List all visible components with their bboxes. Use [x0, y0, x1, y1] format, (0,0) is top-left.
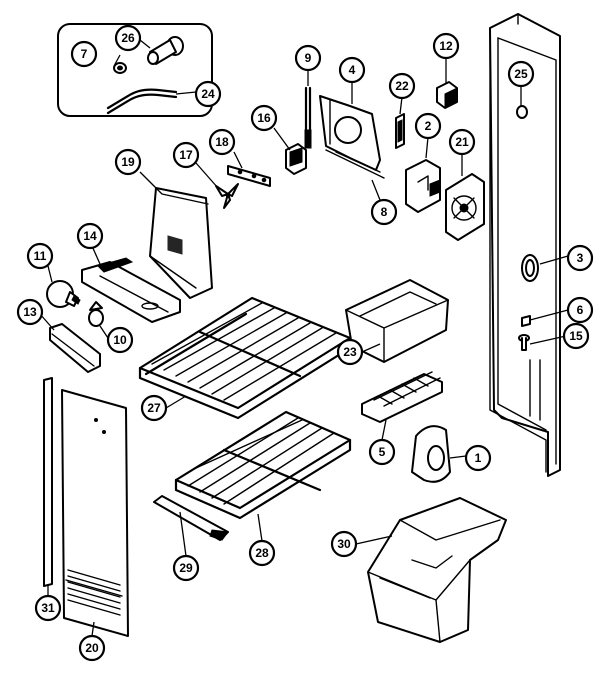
part-24-tube — [106, 88, 178, 115]
part-20-panel — [61, 389, 129, 637]
svg-text:20: 20 — [85, 641, 99, 655]
callout-11: 11 — [26, 242, 54, 270]
callout-7: 7 — [70, 40, 98, 68]
callout-24: 24 — [194, 80, 222, 108]
callout-22: 22 — [388, 72, 416, 100]
callout-20: 20 — [78, 634, 106, 662]
callout-29: 29 — [172, 554, 200, 582]
cabinet-liner — [489, 13, 561, 477]
callout-15: 15 — [562, 322, 590, 350]
svg-text:27: 27 — [147, 401, 161, 415]
part-14-light-housing — [81, 257, 181, 323]
part-23-drawer — [345, 279, 449, 363]
part-5-ice-tray — [361, 371, 443, 423]
callout-10: 10 — [106, 326, 134, 354]
svg-text:25: 25 — [514, 67, 528, 81]
svg-text:11: 11 — [34, 249, 47, 263]
svg-text:9: 9 — [305, 51, 312, 65]
svg-text:22: 22 — [395, 79, 409, 93]
callout-1: 1 — [464, 444, 492, 472]
svg-text:2: 2 — [425, 119, 432, 133]
svg-text:6: 6 — [577, 303, 584, 317]
svg-text:8: 8 — [381, 205, 388, 219]
svg-text:24: 24 — [201, 87, 215, 101]
part-9-rod — [304, 86, 312, 149]
part-7-clip — [113, 62, 127, 74]
part-17-blade — [215, 183, 239, 209]
svg-text:14: 14 — [83, 229, 97, 243]
callout-19: 19 — [114, 148, 142, 176]
callout-23: 23 — [336, 338, 364, 366]
part-12-switch — [436, 81, 458, 109]
part-28-wire-shelf — [174, 410, 352, 520]
part-11-bulb — [46, 280, 81, 308]
callout-14: 14 — [76, 222, 104, 250]
part-4-bracket — [319, 95, 385, 179]
callout-4: 4 — [338, 56, 366, 84]
part-31-strip — [43, 377, 53, 587]
leader-lines — [39, 39, 569, 637]
part-22-component — [395, 113, 405, 149]
svg-text:17: 17 — [179, 148, 193, 162]
callout-27: 27 — [140, 394, 168, 422]
part-25-plug — [516, 105, 528, 119]
callout-9: 9 — [294, 44, 322, 72]
svg-text:5: 5 — [379, 445, 386, 459]
svg-text:29: 29 — [179, 561, 193, 575]
svg-text:30: 30 — [337, 537, 351, 551]
part-10-socket — [88, 301, 104, 327]
svg-text:4: 4 — [349, 63, 356, 77]
svg-text:21: 21 — [455, 135, 469, 149]
callout-17: 17 — [172, 141, 200, 169]
svg-text:23: 23 — [343, 345, 357, 359]
part-16-thermostat — [285, 143, 307, 175]
callout-2: 2 — [414, 112, 442, 140]
part-13-lens — [49, 323, 101, 373]
callout-21: 21 — [448, 128, 476, 156]
callout-5: 5 — [368, 438, 396, 466]
part-2-housing — [405, 159, 441, 213]
part-15-plug — [518, 334, 530, 351]
callout-25: 25 — [507, 60, 535, 88]
svg-text:31: 31 — [41, 601, 55, 615]
callout-28: 28 — [248, 539, 276, 567]
svg-text:26: 26 — [121, 31, 135, 45]
callout-12: 12 — [432, 32, 460, 60]
callout-26: 26 — [114, 24, 142, 52]
part-21-fan — [445, 173, 485, 241]
callout-13: 13 — [16, 298, 44, 326]
callout-16: 16 — [250, 104, 278, 132]
callout-8: 8 — [370, 198, 398, 226]
svg-text:15: 15 — [569, 329, 583, 343]
callout-3: 3 — [566, 244, 594, 272]
svg-text:28: 28 — [255, 546, 269, 560]
part-26-valve — [147, 36, 184, 65]
svg-text:16: 16 — [257, 111, 271, 125]
part-19-cover — [149, 187, 213, 299]
part-18-strip — [227, 165, 271, 187]
part-6-screw — [521, 315, 531, 327]
svg-text:7: 7 — [81, 47, 88, 61]
callout-6: 6 — [566, 296, 594, 324]
part-3-bushing — [521, 254, 539, 282]
svg-text:3: 3 — [577, 251, 584, 265]
callout-31: 31 — [34, 594, 62, 622]
svg-text:18: 18 — [215, 135, 229, 149]
part-1-cover — [411, 425, 451, 483]
callout-30: 30 — [330, 530, 358, 558]
svg-text:19: 19 — [121, 155, 135, 169]
svg-text:10: 10 — [113, 333, 127, 347]
callout-18: 18 — [208, 128, 236, 156]
part-30-bin — [367, 497, 507, 643]
svg-text:13: 13 — [23, 305, 37, 319]
svg-text:1: 1 — [475, 451, 482, 465]
part-29-trim — [153, 495, 229, 541]
svg-text:12: 12 — [439, 39, 453, 53]
